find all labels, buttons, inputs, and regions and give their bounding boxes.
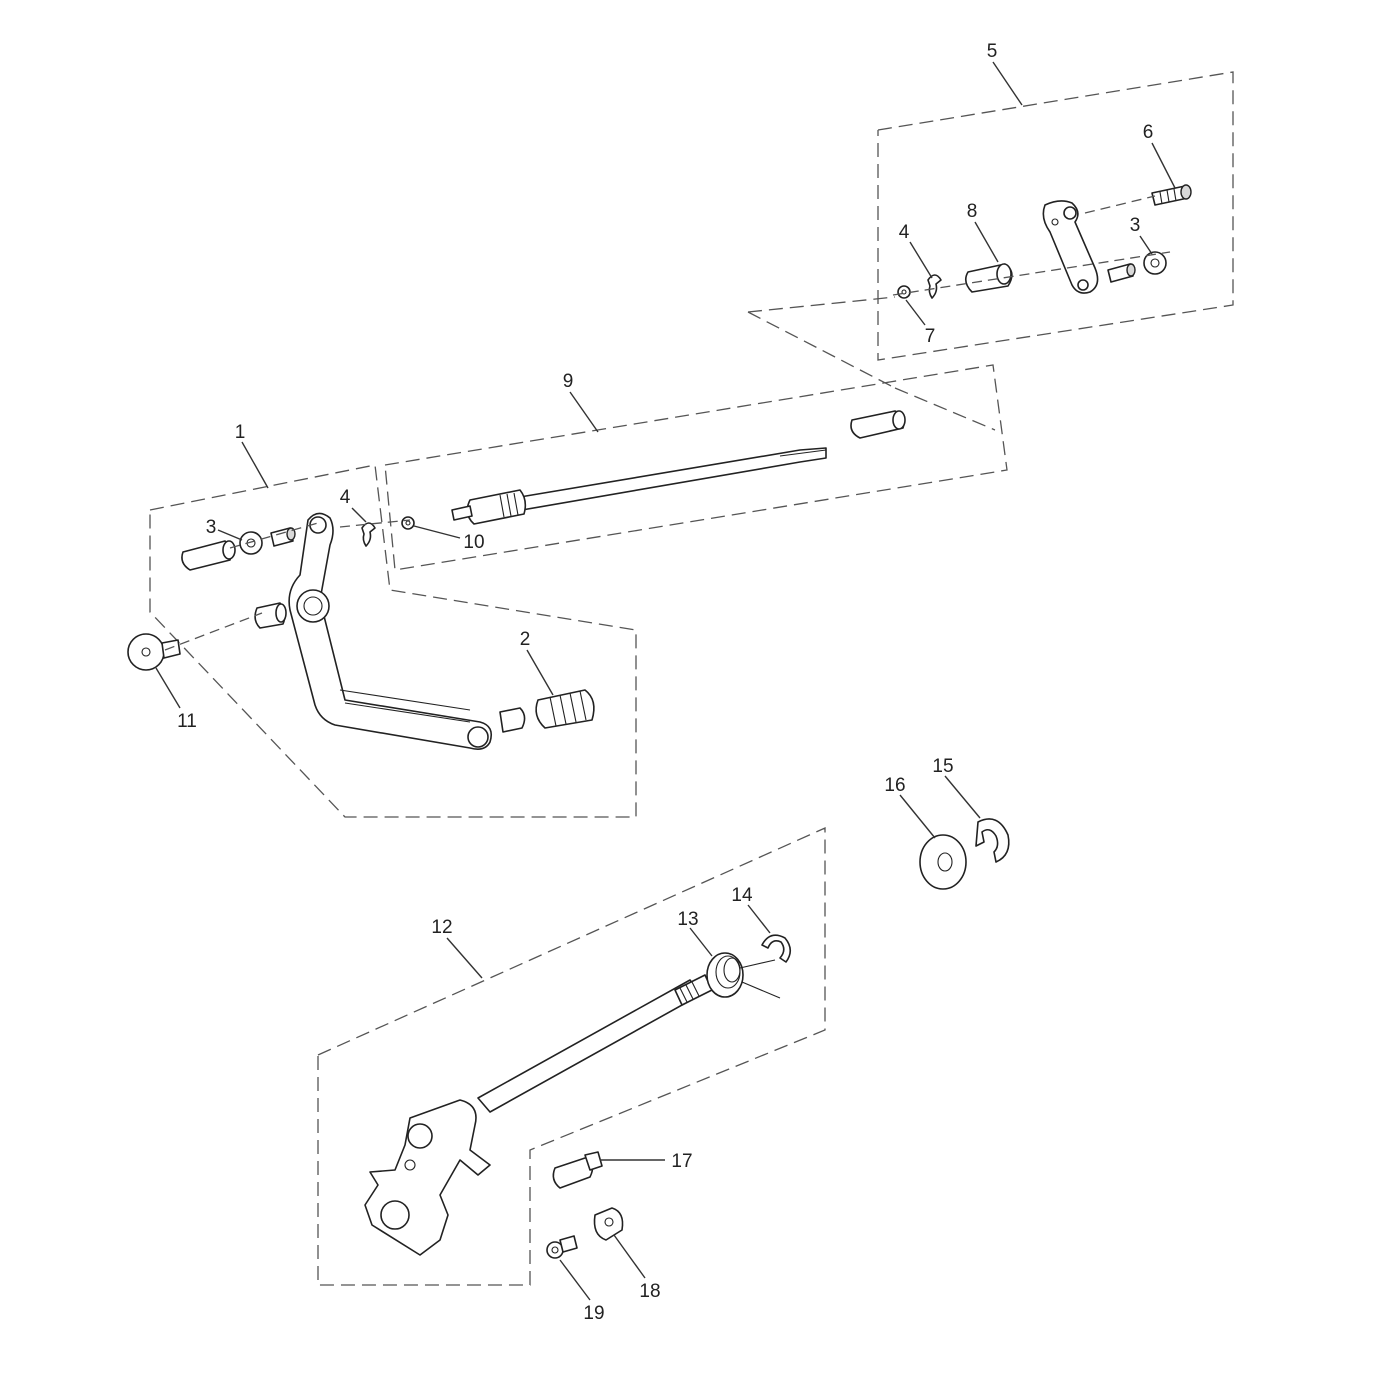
group-outline-1	[149, 464, 637, 818]
callout-17: 17	[671, 1151, 692, 1172]
callout-13: 13	[677, 909, 698, 930]
callout-5: 5	[987, 41, 998, 62]
callout-2: 2	[520, 629, 531, 650]
callout-7: 7	[925, 326, 936, 347]
clip-4-upper	[927, 274, 942, 299]
shift-rod-9	[451, 410, 906, 525]
bracket-18	[593, 1207, 624, 1241]
group-outline-5	[877, 71, 1234, 361]
group-outline-12	[317, 826, 826, 1286]
callout-6: 6	[1143, 122, 1154, 143]
washer-7	[897, 285, 911, 299]
callout-12: 12	[431, 917, 452, 938]
washer-16	[919, 834, 967, 890]
bolt-6	[1151, 184, 1192, 206]
footrest-rubber-2	[499, 689, 595, 733]
nut-3-lower	[239, 531, 263, 555]
callout-18: 18	[639, 1281, 660, 1302]
linkage-arm	[1042, 200, 1099, 294]
bolt-small-lower	[270, 527, 296, 547]
callout-9: 9	[563, 371, 574, 392]
switch-17	[552, 1151, 603, 1189]
callout-14: 14	[731, 885, 753, 906]
bolt-19	[546, 1235, 578, 1259]
callout-4-upper: 4	[899, 222, 910, 243]
callout-labels: 1 2 3 3 4 4 5 6 7 8 9 10 11 12 13 14 15 …	[177, 41, 1153, 1324]
pivot-bolt-11	[127, 633, 181, 671]
spring-13	[706, 952, 781, 999]
circlip-14	[761, 934, 792, 963]
bush-pedal	[254, 602, 287, 629]
callout-4-lower: 4	[340, 487, 351, 508]
nut-3-upper	[1143, 251, 1167, 275]
bush-8	[964, 263, 1013, 293]
pedal-lever	[288, 512, 493, 750]
callout-10: 10	[463, 532, 484, 553]
callout-19: 19	[583, 1303, 604, 1324]
leader-lines	[155, 61, 1176, 1301]
circlip-15	[975, 818, 1010, 863]
washer-10	[401, 516, 415, 530]
callout-16: 16	[884, 775, 905, 796]
group-outline-9	[384, 296, 1008, 571]
clip-4-lower	[361, 522, 376, 547]
callout-11: 11	[177, 711, 197, 732]
callout-1: 1	[235, 422, 246, 443]
callout-3-lower: 3	[206, 517, 217, 538]
selector-shaft-12	[364, 974, 713, 1256]
callout-3-upper: 3	[1130, 215, 1141, 236]
pivot-pin-left	[181, 540, 236, 571]
bolt-small-upper	[1107, 263, 1136, 283]
callout-8: 8	[967, 201, 978, 222]
callout-15: 15	[932, 756, 953, 777]
